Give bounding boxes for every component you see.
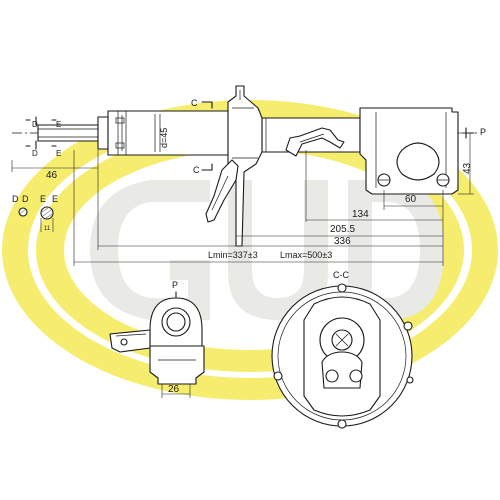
section-c-top-label: C [191,98,198,108]
dim-205-5-label: 205.5 [330,224,355,235]
strut-side-view: C C P D E D E d=45 46 [11,85,486,266]
ee-left-label: E [40,194,46,204]
hose-bracket [285,127,345,157]
dim-11-label: 11 [44,226,51,232]
view-p: P 26 [109,280,205,398]
dim-43-label: 43 [462,162,473,174]
section-e-top-label: E [56,120,61,129]
piston-rod-end [35,116,109,150]
dd-left-label: D [12,194,19,204]
section-markers: C C P D E D E [25,98,486,175]
length-max-label: Lmax=500±3 [280,250,332,260]
section-cc: C-C [271,270,414,429]
dimension-lines: 46 43 60 134 205.5 336 [11,132,474,266]
view-p-label: P [172,280,178,290]
section-e-bottom-label: E [56,149,61,158]
dim-60-label: 60 [405,194,417,205]
rod-diameter-label: d=45 [159,128,169,148]
ee-right-label: E [52,194,58,204]
knuckle-bracket [359,107,459,195]
spring-seat [227,85,263,247]
dim-26-label: 26 [168,384,180,395]
stabilizer-arm [205,159,239,223]
dd-right-label: D [22,194,29,204]
dim-134-label: 134 [352,209,369,220]
dim-46-label: 46 [46,170,58,181]
section-c-mid-label: C [193,165,200,175]
section-d-bottom-label: D [32,149,38,158]
section-dd-ee: D D E E 11 [12,194,58,232]
dim-336-label: 336 [334,236,351,247]
section-cc-label: C-C [333,270,349,280]
length-min-label: Lmin=337±3 [208,250,258,260]
section-p-right-label: P [480,127,486,137]
section-d-top-label: D [32,120,38,129]
